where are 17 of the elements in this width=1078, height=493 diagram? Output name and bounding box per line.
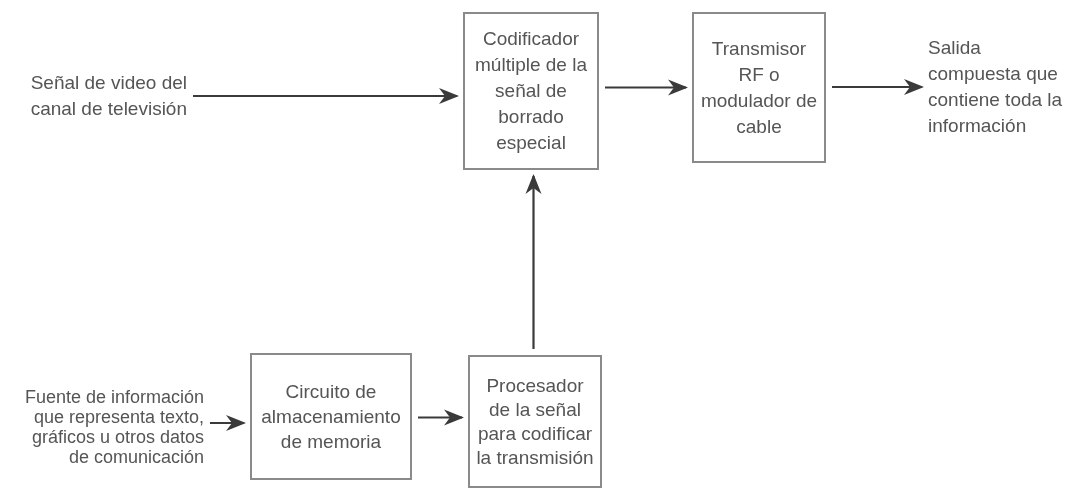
arrow: [193, 88, 459, 104]
arrow: [525, 174, 542, 349]
box-label: Codificador múltiple de la señal de borrado especial: [474, 27, 588, 155]
text-label: Salida compuesta que contiene toda la información: [928, 36, 1064, 138]
text-label: Señal de video del canal de televisión: [29, 71, 187, 121]
text-label: Fuente de información que representa texto, gráficos u otros datos de comunicación: [23, 387, 204, 467]
arrow: [418, 409, 464, 426]
process-box: [692, 12, 826, 163]
box-label: Procesador de la señal para codificar la transmisión: [475, 373, 595, 470]
arrow: [605, 79, 688, 96]
arrow: [210, 415, 246, 431]
box-label: Transmisor RF o modulador de cable: [699, 36, 819, 139]
box-label: Circuito de almacenamiento de memoria: [260, 380, 402, 454]
arrow: [832, 79, 924, 95]
process-box: [463, 12, 599, 170]
process-box: [468, 355, 602, 488]
process-box: [250, 353, 412, 480]
